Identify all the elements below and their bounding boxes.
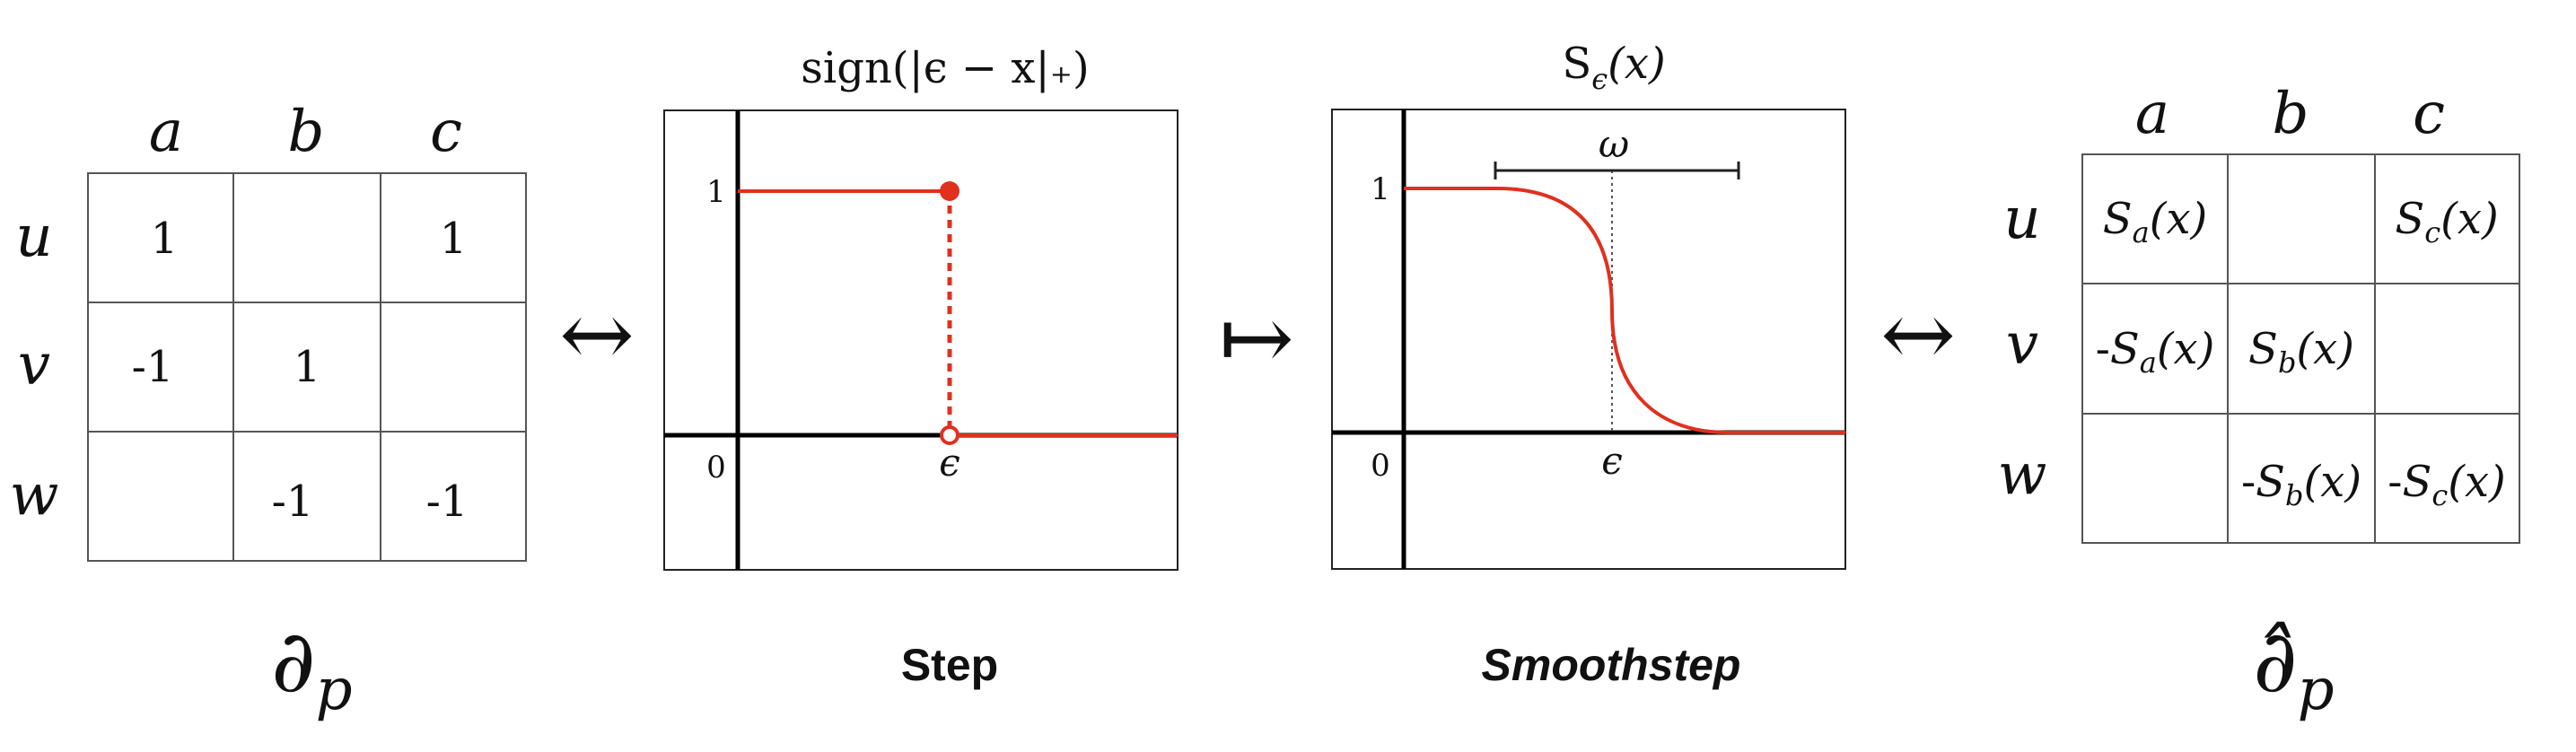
right-row-w: w <box>1998 442 2047 508</box>
left-col-b: b <box>288 99 325 165</box>
right-caption-symbol: ∂̂ <box>2253 611 2298 712</box>
right-cell-u-a: Sa(x) <box>2103 194 2208 249</box>
step-y-tick-label: 1 <box>706 174 726 210</box>
right-cell-letter: S <box>2103 194 2133 244</box>
right-cell-w-b: -Sb(x) <box>2241 457 2361 512</box>
smooth-curve <box>1404 187 1845 434</box>
right-matrix: a b c u v w Sa(x)Sc(x)-Sa(x)Sb(x)-Sb(x)-… <box>1998 81 2520 723</box>
right-cell-subscript: a <box>2140 345 2157 380</box>
maps-to-arrow: ↦ <box>1219 285 1294 390</box>
right-cell-sign: - <box>2241 457 2256 507</box>
step-frame <box>663 109 1178 571</box>
right-caption: ∂̂p <box>2253 611 2335 723</box>
step-closed-point <box>940 181 959 201</box>
left-cell-w-b: -1 <box>272 477 314 527</box>
left-caption-subscript: p <box>316 657 353 723</box>
right-cell-v-a: -Sa(x) <box>2096 324 2215 380</box>
right-row-v: v <box>2006 311 2038 378</box>
step-origin-label: 0 <box>706 450 726 485</box>
right-cell-u-c: Sc(x) <box>2395 194 2498 249</box>
right-cell-letter: S <box>2256 457 2285 507</box>
right-cell-v-b: Sb(x) <box>2248 324 2354 380</box>
right-cell-letter: S <box>2395 194 2424 244</box>
right-cell-argument: (x) <box>2440 194 2499 244</box>
left-row-u: u <box>15 204 52 270</box>
right-cell-sign: - <box>2096 324 2110 374</box>
left-cell-v-b: 1 <box>294 342 321 392</box>
right-cell-argument: (x) <box>2296 324 2354 374</box>
smooth-title-subscript: ϵ <box>1591 62 1608 96</box>
right-cell-argument: (x) <box>2448 457 2506 507</box>
left-cell-v-a: -1 <box>132 342 174 392</box>
smooth-width-label: ω <box>1599 122 1629 166</box>
left-double-arrow: ↔ <box>559 282 635 387</box>
right-col-b: b <box>2273 81 2309 147</box>
left-cell-u-a: 1 <box>151 214 179 264</box>
left-row-v: v <box>18 332 50 398</box>
step-open-point <box>940 425 959 445</box>
smooth-title-argument: (x) <box>1608 39 1666 89</box>
left-col-a: a <box>149 99 183 165</box>
right-cell-sign: - <box>2388 457 2402 507</box>
smooth-x-tick-label: ϵ <box>1601 439 1623 483</box>
left-matrix-grid <box>87 172 527 562</box>
smooth-caption: Smoothstep <box>1482 640 1741 690</box>
left-caption: ∂p <box>271 611 353 723</box>
smooth-title-letter: S <box>1562 39 1591 89</box>
right-caption-subscript: p <box>2298 657 2335 723</box>
right-matrix-grid <box>2081 153 2520 544</box>
right-cell-letter: S <box>2402 457 2431 507</box>
left-cell-u-c: 1 <box>440 214 468 264</box>
right-cell-letter: S <box>2248 324 2278 374</box>
step-caption: Step <box>901 640 998 690</box>
right-col-c: c <box>2413 81 2445 147</box>
left-row-w: w <box>10 462 59 529</box>
left-cell-w-c: -1 <box>426 477 469 527</box>
right-cell-w-c: -Sc(x) <box>2388 457 2506 512</box>
step-x-tick-label: ϵ <box>939 441 960 485</box>
right-cell-letter: S <box>2110 324 2140 374</box>
right-cell-argument: (x) <box>2157 324 2215 374</box>
smooth-y-tick-label: 1 <box>1371 171 1390 207</box>
right-cell-subscript: b <box>2278 345 2296 380</box>
right-matrix-cells: Sa(x)Sc(x)-Sa(x)Sb(x)-Sb(x)-Sc(x) <box>2096 194 2506 512</box>
right-cell-argument: (x) <box>2150 194 2208 244</box>
right-col-a: a <box>2135 81 2169 147</box>
smooth-title: Sϵ(x) <box>1562 39 1665 96</box>
smooth-origin-label: 0 <box>1371 448 1390 484</box>
left-matrix: a b c u v w 1 1 -1 1 -1 -1 ∂p <box>10 99 527 723</box>
right-row-u: u <box>2003 186 2040 252</box>
smoothstep-plot: Sϵ(x) ω 1 0 ϵ Smoothstep <box>1331 39 1846 690</box>
right-cell-subscript: c <box>2431 478 2448 512</box>
left-col-c: c <box>430 99 462 165</box>
step-title: sign(|ϵ − x|₊) <box>801 43 1089 93</box>
right-cell-argument: (x) <box>2304 457 2362 507</box>
right-double-arrow: ↔ <box>1880 282 1956 387</box>
right-cell-subscript: b <box>2285 478 2303 512</box>
smooth-frame <box>1331 109 1846 570</box>
step-plot: sign(|ϵ − x|₊) 1 0 ϵ Step <box>663 43 1178 690</box>
left-caption-symbol: ∂ <box>271 611 316 712</box>
right-cell-subscript: a <box>2133 215 2150 249</box>
right-cell-subscript: c <box>2424 215 2440 249</box>
